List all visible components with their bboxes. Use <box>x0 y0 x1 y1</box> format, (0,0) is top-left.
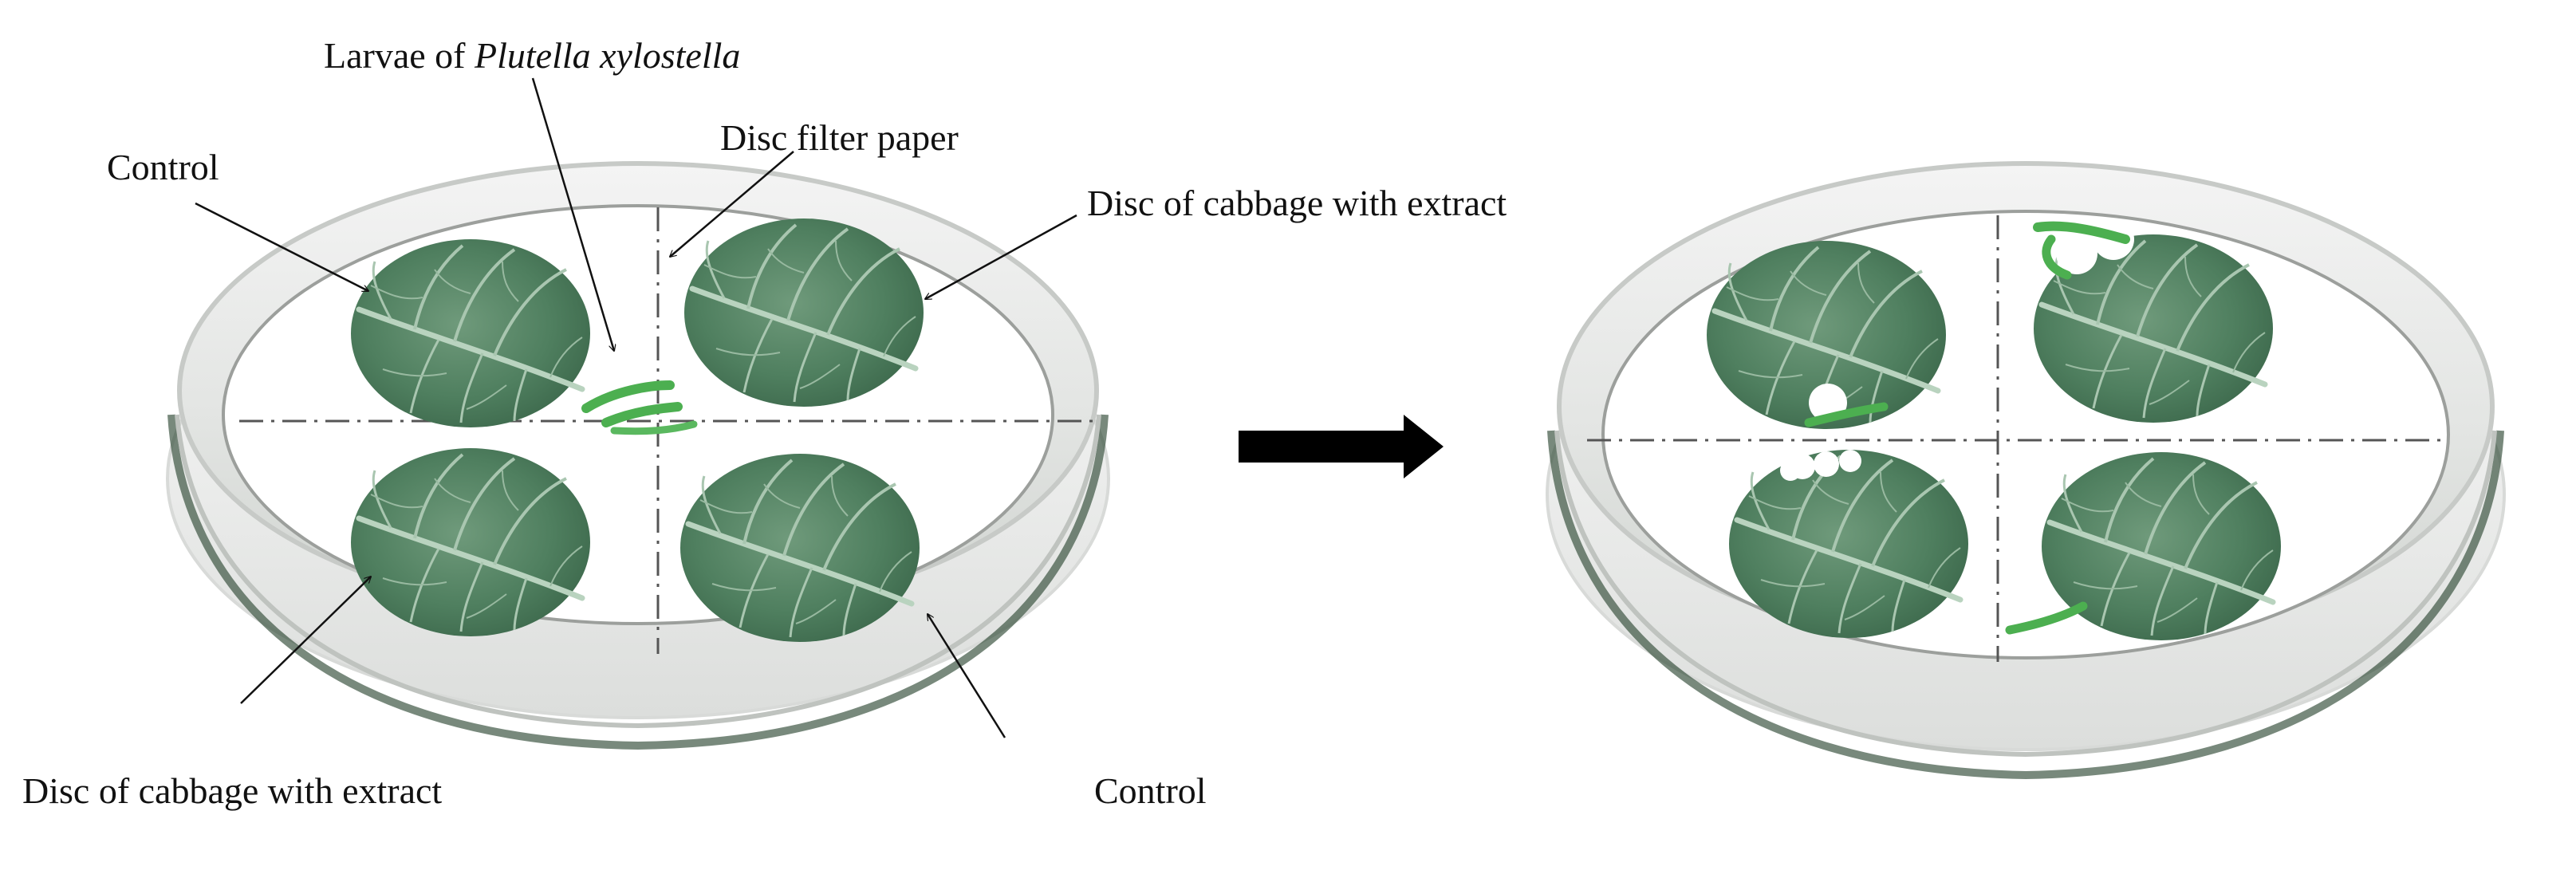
leaf-disc-top-left <box>351 239 590 427</box>
larva-icon <box>1804 221 2130 635</box>
leaf-disc-bottom-left <box>351 448 590 636</box>
leaf-disc-bottom-left <box>1729 450 1968 638</box>
callout-arrows <box>195 77 1077 738</box>
label-control-top: Control <box>107 147 219 187</box>
petri-dish-right <box>1546 161 2506 780</box>
larva-icon <box>581 380 698 435</box>
label-disc-extract-right: Disc of cabbage with extract <box>1087 183 1507 223</box>
right-arrow-icon <box>1239 415 1444 478</box>
leaf-disc-bottom-right <box>680 454 920 642</box>
label-disc-filter-paper: Disc filter paper <box>720 117 959 158</box>
leaf-disc-top-right <box>684 218 924 407</box>
label-control-bottom: Control <box>1094 770 1207 811</box>
label-disc-extract-bottom: Disc of cabbage with extract <box>22 770 442 811</box>
petri-dish-left <box>166 161 1110 750</box>
label-larvae: Larvae of Plutella xylostella <box>324 35 740 76</box>
